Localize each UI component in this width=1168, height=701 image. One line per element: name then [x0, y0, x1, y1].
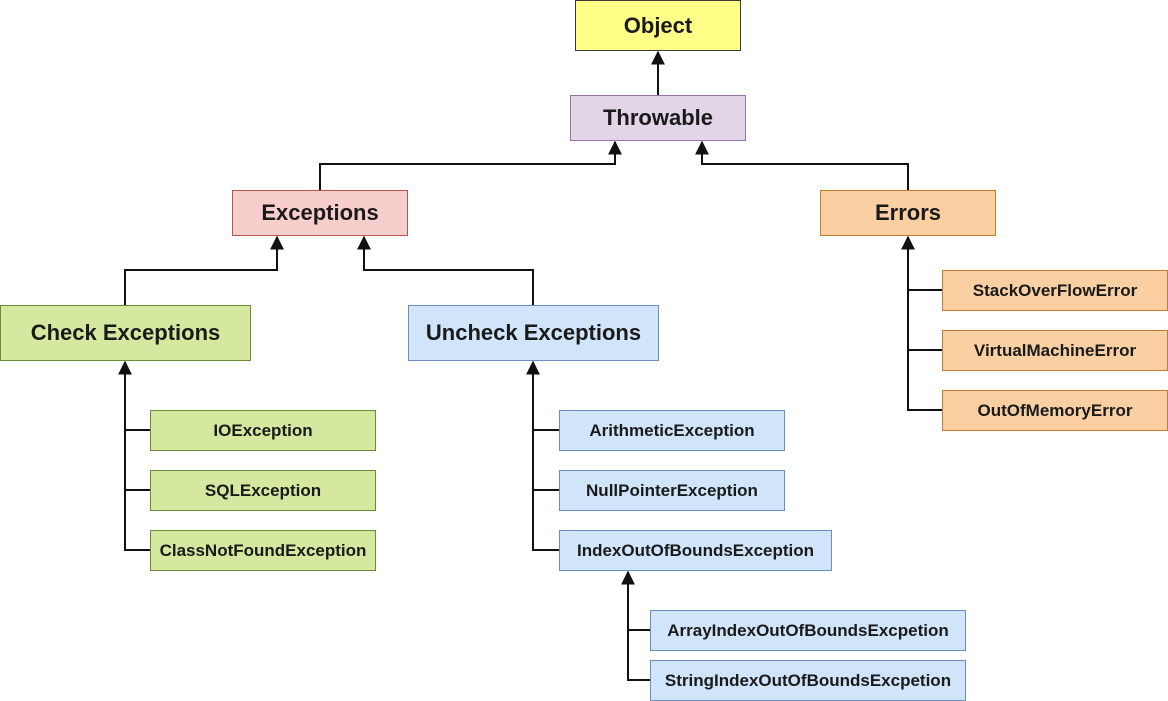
connector-errors-throwable [695, 140, 909, 190]
node-classnotfoundexception: ClassNotFoundException [150, 530, 376, 571]
node-exceptions: Exceptions [232, 190, 408, 236]
connector-uncheck-exceptions [357, 235, 534, 305]
node-indexoutofboundsexception: IndexOutOfBoundsException [559, 530, 832, 571]
node-throwable: Throwable [570, 95, 746, 141]
node-uncheck-exceptions: Uncheck Exceptions [408, 305, 659, 361]
connector-error-items [901, 235, 942, 411]
node-ioexception: IOException [150, 410, 376, 451]
node-errors: Errors [820, 190, 996, 236]
node-virtualmachineerror: VirtualMachineError [942, 330, 1168, 371]
node-stackoverflowerror: StackOverFlowError [942, 270, 1168, 311]
node-object: Object [575, 0, 741, 51]
connector-check-exceptions [124, 235, 284, 305]
connector-exceptions-throwable [319, 140, 622, 190]
node-check-exceptions: Check Exceptions [0, 305, 251, 361]
node-sqlexception: SQLException [150, 470, 376, 511]
connector-index-items [621, 570, 650, 681]
node-arrayindexoutofbounds: ArrayIndexOutOfBoundsExcpetion [650, 610, 966, 651]
node-arithmeticexception: ArithmeticException [559, 410, 785, 451]
node-outofmemoryerror: OutOfMemoryError [942, 390, 1168, 431]
connector-uncheck-items [526, 360, 559, 551]
node-stringindexoutofbounds: StringIndexOutOfBoundsExcpetion [650, 660, 966, 701]
node-nullpointerexception: NullPointerException [559, 470, 785, 511]
connector-check-items [118, 360, 150, 551]
